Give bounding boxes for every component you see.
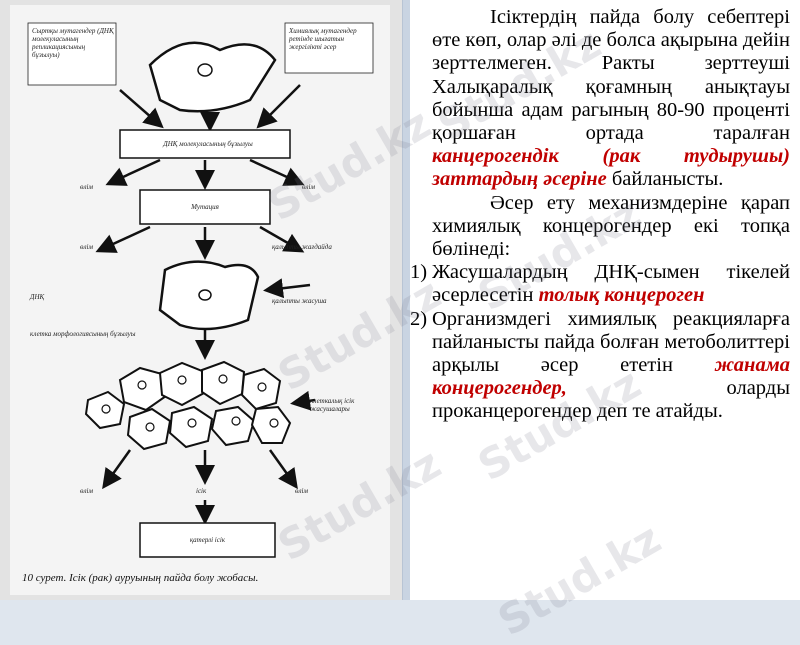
label-malignant: қатерлі ісік [189, 536, 226, 544]
label-death-3: өлім [80, 243, 93, 251]
label-dna-damage: ДНҚ молекуласының бұзылуы [163, 140, 253, 148]
list-item-2-text-a: Организмдегі химиялық реакцияларға пайла… [432, 307, 790, 377]
figure-caption: 10 сурет. Ісік (рак) ауруының пайда болу… [22, 572, 259, 584]
label-death-4: өлім [80, 487, 93, 495]
figure-panel: Сыртқы мутагендер (ДНҚ молекуласының реп… [0, 0, 402, 600]
list-item-1-text: Жасушалардың ДНҚ-сымен тікелей әсерлесет… [432, 261, 790, 307]
list-item-1: 1)Жасушалардың ДНҚ-сымен тікелей әсерлес… [410, 261, 790, 307]
diagram-graphics [27, 22, 374, 558]
cancer-diagram: Сыртқы мутагендер (ДНҚ молекуласының реп… [10, 5, 390, 595]
top-cell-shape [148, 41, 277, 113]
label-tumor: ісік [196, 487, 207, 495]
paragraph-mechanisms: Әсер ету механизмдеріне қарап химиялық к… [432, 191, 790, 261]
label-death-5: өлім [295, 487, 308, 495]
label-normal-state: қалыпты жағдайда [272, 243, 332, 251]
para1-highlight: канцерогендік (рак тудырушы) заттардың ә… [432, 145, 790, 191]
label-external-mutagens: Сыртқы мутагендер (ДНҚ молекуласының реп… [32, 27, 114, 59]
label-tumor-cells: клеткалық ісік жасушалары [310, 397, 355, 413]
label-dna: ДНҚ [30, 293, 45, 301]
mutated-cell-shape [158, 260, 260, 331]
label-death-1: өлім [80, 183, 93, 191]
text-panel: Ісіктердің пайда болу себептері өте көп,… [410, 0, 800, 600]
para1-text-b: байланысты. [606, 168, 724, 191]
list-item-2: 2)Организмдегі химиялық реакцияларға пай… [410, 307, 790, 424]
list-item-1-number: 1) [410, 261, 428, 284]
label-death-2: өлім [302, 183, 315, 191]
label-mutation: Мутация [191, 203, 219, 211]
label-normal-cell: қалыпты жасуша [272, 297, 327, 305]
list-item-2-number: 2) [410, 307, 428, 330]
paragraph-causes: Ісіктердің пайда болу себептері өте көп,… [432, 6, 790, 192]
panel-divider [402, 0, 411, 600]
list-item-1-highlight: толық концероген [538, 284, 705, 307]
para1-text-a: Ісіктердің пайда болу себептері өте көп,… [432, 6, 790, 145]
label-morphology: клетка морфологиясының бұзылуы [30, 330, 136, 338]
list-item-2-highlight: жанама концерогендер, [432, 354, 790, 400]
slide-text: Ісіктердің пайда болу себептері өте көп,… [410, 6, 790, 424]
list-item-2-text-b: оларды проканцерогендер деп те атайды. [432, 377, 790, 423]
label-chemical-mutagens: Химиялық мутагендер ретінде шығатын жерг… [289, 27, 357, 51]
